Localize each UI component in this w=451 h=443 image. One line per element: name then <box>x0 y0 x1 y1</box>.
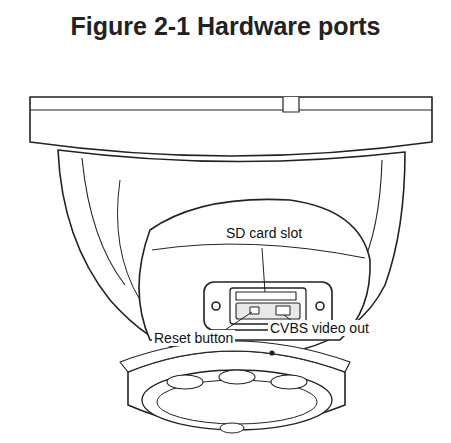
ir-led <box>271 375 307 389</box>
ir-led <box>219 370 255 384</box>
camera-ball <box>139 199 370 340</box>
leader-line <box>262 248 265 292</box>
screw <box>316 302 324 310</box>
part-label: CVBS video out <box>268 320 371 336</box>
lens-window <box>142 370 332 430</box>
part-label: SD card slot <box>224 225 304 241</box>
turret-housing <box>58 150 405 350</box>
cvbs-connector <box>276 306 290 315</box>
mic-hole <box>270 351 274 355</box>
part-label: Reset button <box>152 330 235 346</box>
mount-tab <box>283 97 299 112</box>
mount-base <box>30 97 432 156</box>
screw <box>212 302 220 310</box>
arm-shade <box>118 180 141 300</box>
arm-edge-left <box>82 158 125 285</box>
lens-sensor <box>220 423 244 433</box>
sd-card-slot <box>236 292 296 300</box>
leader-line <box>222 312 252 332</box>
figure-title: Figure 2-1 Hardware ports <box>71 12 381 41</box>
ball-seam <box>152 244 365 258</box>
mount-edge <box>30 110 432 111</box>
ir-led <box>167 375 203 389</box>
